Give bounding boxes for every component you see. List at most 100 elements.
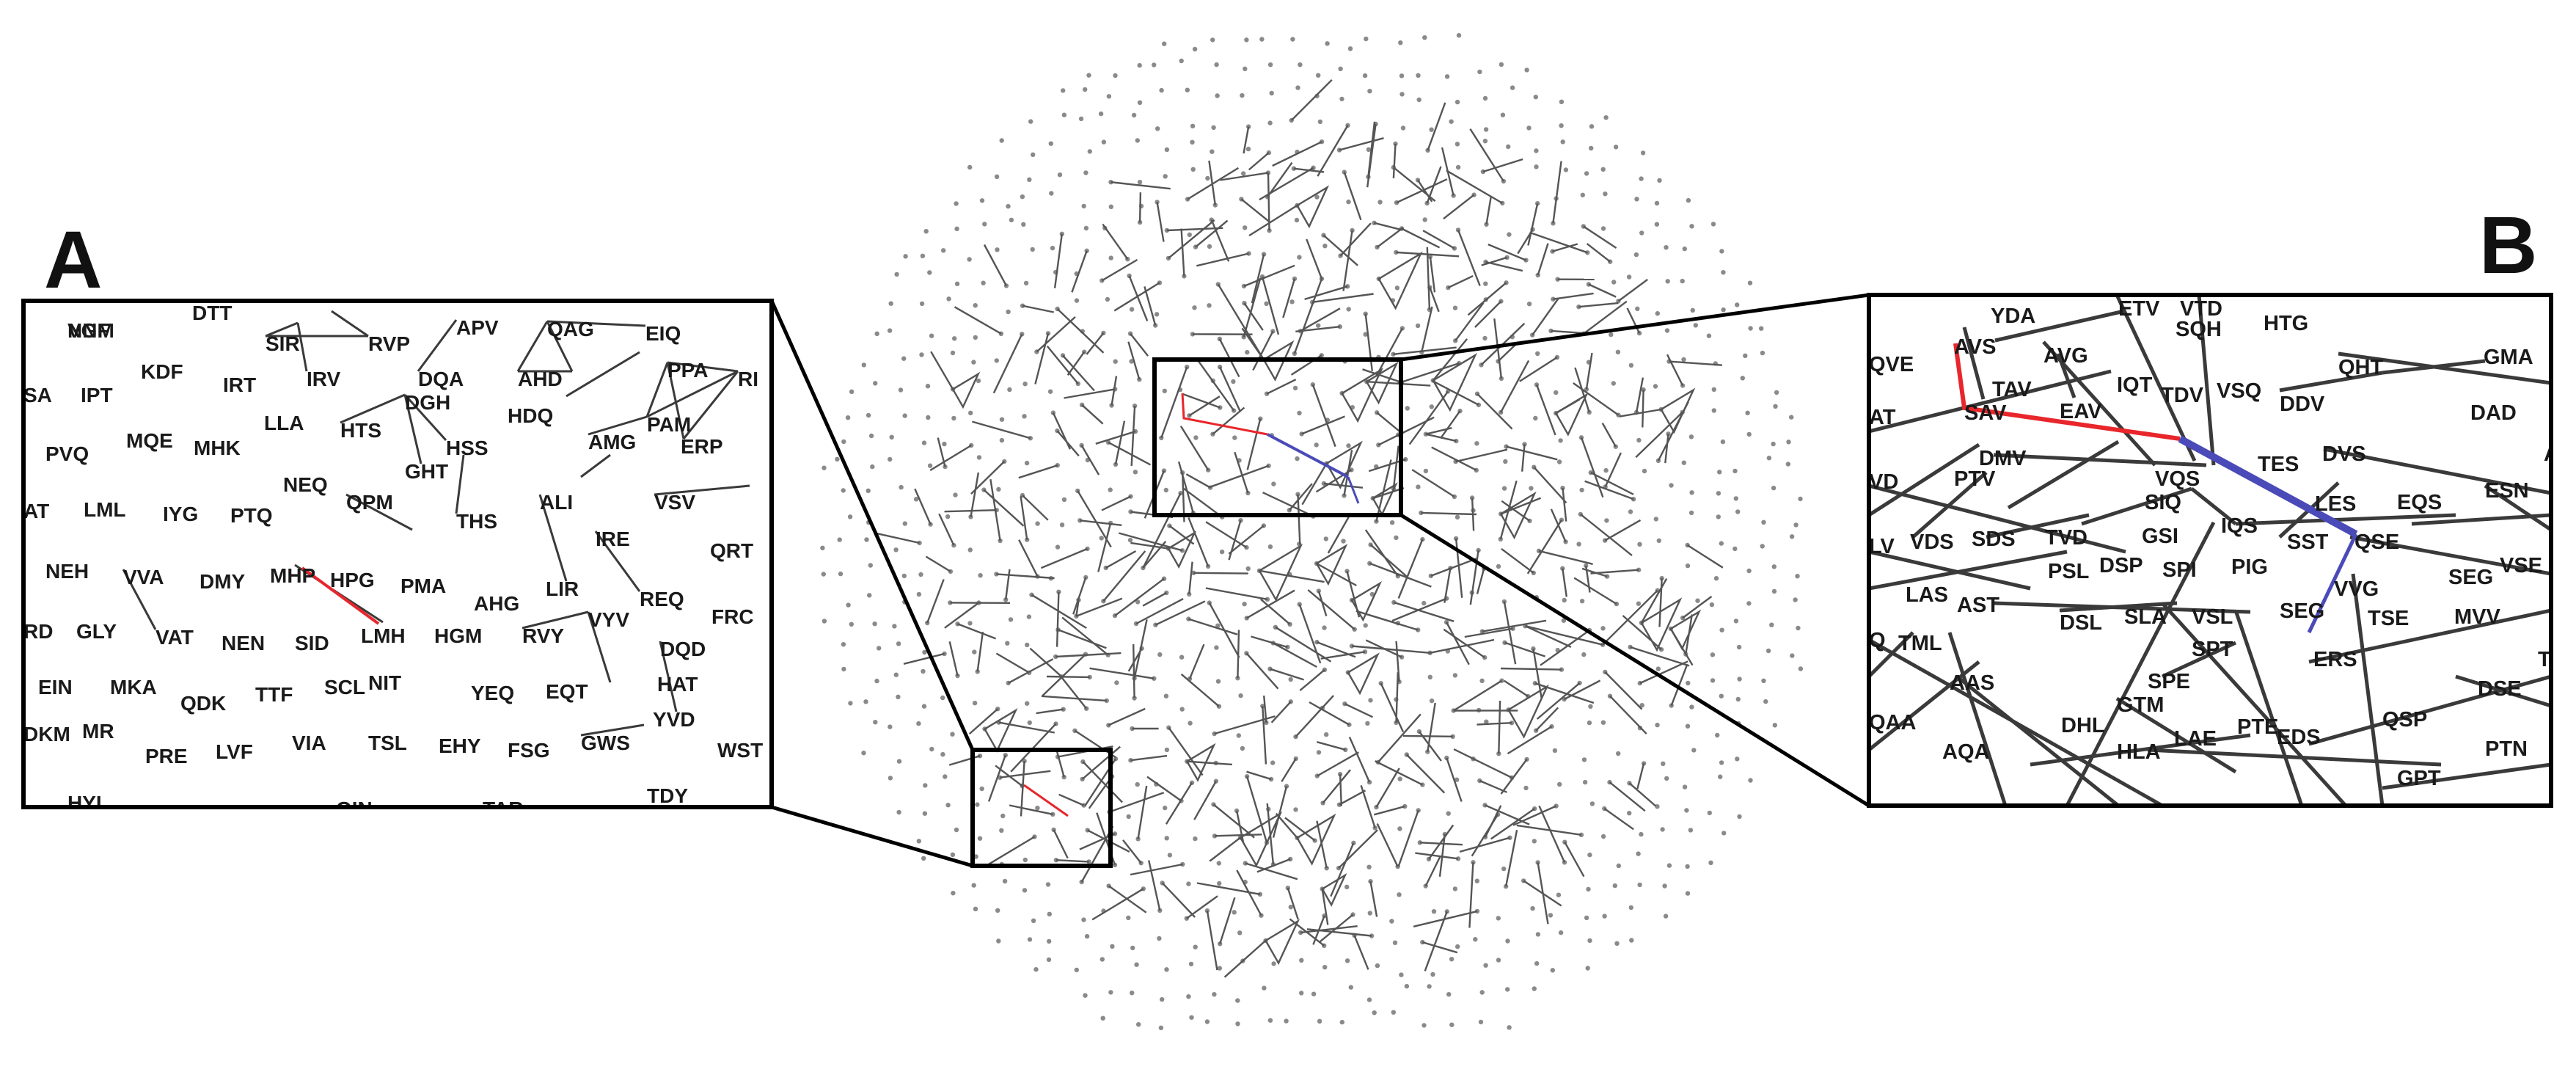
inset-b-node-label: VQS <box>2155 467 2200 491</box>
network-node <box>1000 813 1006 819</box>
inset-a-node-label: MHP <box>270 564 315 587</box>
network-node <box>1713 576 1719 581</box>
network-edge <box>1061 616 1109 656</box>
network-node <box>1099 957 1105 962</box>
network-node <box>1454 777 1460 782</box>
network-node <box>1215 623 1221 628</box>
network-node <box>922 811 928 816</box>
network-node <box>1267 120 1273 125</box>
network-edge <box>1246 589 1295 619</box>
inset-b-node-label: LV <box>1869 535 1895 558</box>
inset-a-node-label: EIN <box>38 676 73 699</box>
network-node <box>1314 442 1319 448</box>
network-edge <box>1425 427 1452 435</box>
network-edge <box>1537 243 1549 276</box>
connector-a-bottom <box>771 805 973 868</box>
network-node <box>1367 89 1372 94</box>
inset-a-node-label: QRT <box>710 539 753 562</box>
inset-b-node-label: PTN <box>2485 737 2528 761</box>
network-node <box>1582 779 1588 785</box>
network-edge <box>1535 707 1559 732</box>
network-node <box>1130 945 1135 951</box>
network-node <box>1210 149 1215 154</box>
network-node <box>1793 522 1799 528</box>
inset-b-edge <box>2115 295 2197 462</box>
network-node <box>1339 96 1344 102</box>
network-edge <box>1219 366 1242 412</box>
network-node <box>1299 991 1304 996</box>
network-node <box>1510 85 1515 90</box>
network-edge <box>987 754 1006 802</box>
network-node <box>1587 938 1592 944</box>
network-edge <box>1245 776 1268 843</box>
network-edge <box>1498 700 1501 754</box>
network-edge <box>1290 79 1333 121</box>
network-edge <box>1317 741 1346 751</box>
network-node <box>954 827 959 833</box>
network-edge <box>1299 668 1325 692</box>
network-node <box>1022 888 1028 893</box>
network-edge <box>1430 638 1495 654</box>
network-node <box>1298 62 1303 68</box>
network-node <box>1455 142 1460 147</box>
network-node <box>1404 983 1410 989</box>
inset-a-node-label: HAT <box>657 673 698 696</box>
network-edge <box>1275 812 1298 839</box>
network-node <box>1179 58 1184 64</box>
network-node <box>998 538 1003 544</box>
network-node <box>1789 534 1795 539</box>
network-node <box>1405 406 1410 411</box>
network-edge <box>1248 152 1270 171</box>
network-node <box>1640 150 1646 156</box>
network-node <box>835 456 840 462</box>
network-node <box>916 591 922 597</box>
network-node <box>1136 1022 1141 1027</box>
network-edge <box>1362 368 1402 384</box>
network-edge <box>1393 601 1455 622</box>
network-edge <box>1108 441 1152 466</box>
network-node <box>1639 831 1644 837</box>
network-node <box>1186 994 1191 999</box>
network-node <box>1654 200 1660 206</box>
network-edge <box>1166 227 1223 232</box>
network-node <box>1746 601 1752 606</box>
network-node <box>973 303 978 308</box>
network-node <box>1526 302 1532 307</box>
network-node <box>1007 387 1012 393</box>
network-clique <box>1640 597 1683 652</box>
network-node <box>1289 299 1295 305</box>
network-edge <box>1365 639 1402 658</box>
network-node <box>1215 679 1221 684</box>
network-node <box>1550 968 1555 973</box>
network-edge <box>1055 747 1065 778</box>
network-edge <box>1564 842 1585 878</box>
network-node <box>866 412 871 418</box>
network-node <box>1474 441 1479 446</box>
network-node <box>902 413 907 418</box>
network-node <box>918 572 923 577</box>
network-node <box>1655 722 1660 728</box>
inset-b-node-label: VVG <box>2334 577 2379 601</box>
inset-b-node-label: TML <box>1898 632 1942 655</box>
inset-a-node-label: PAM <box>647 413 691 436</box>
network-edge <box>1245 652 1279 690</box>
network-clique <box>1660 387 1696 434</box>
network-edge <box>1622 615 1662 651</box>
network-node <box>1449 957 1455 962</box>
network-edge <box>1081 745 1121 780</box>
network-node <box>864 537 869 542</box>
network-edge <box>1281 758 1297 782</box>
network-edge <box>1212 406 1245 435</box>
inset-b-node-label: DHL <box>2061 714 2105 737</box>
network-node <box>1733 496 1738 501</box>
network-node <box>1022 857 1028 863</box>
network-node <box>1389 919 1394 924</box>
network-node <box>1735 302 1740 307</box>
network-node <box>1737 814 1742 820</box>
network-edge <box>1005 569 1011 600</box>
network-edge <box>1402 734 1453 737</box>
network-node <box>1532 839 1537 844</box>
inset-b-node-label: SIQ <box>2145 491 2181 514</box>
network-edge <box>1252 330 1274 371</box>
network-node <box>1131 112 1137 118</box>
